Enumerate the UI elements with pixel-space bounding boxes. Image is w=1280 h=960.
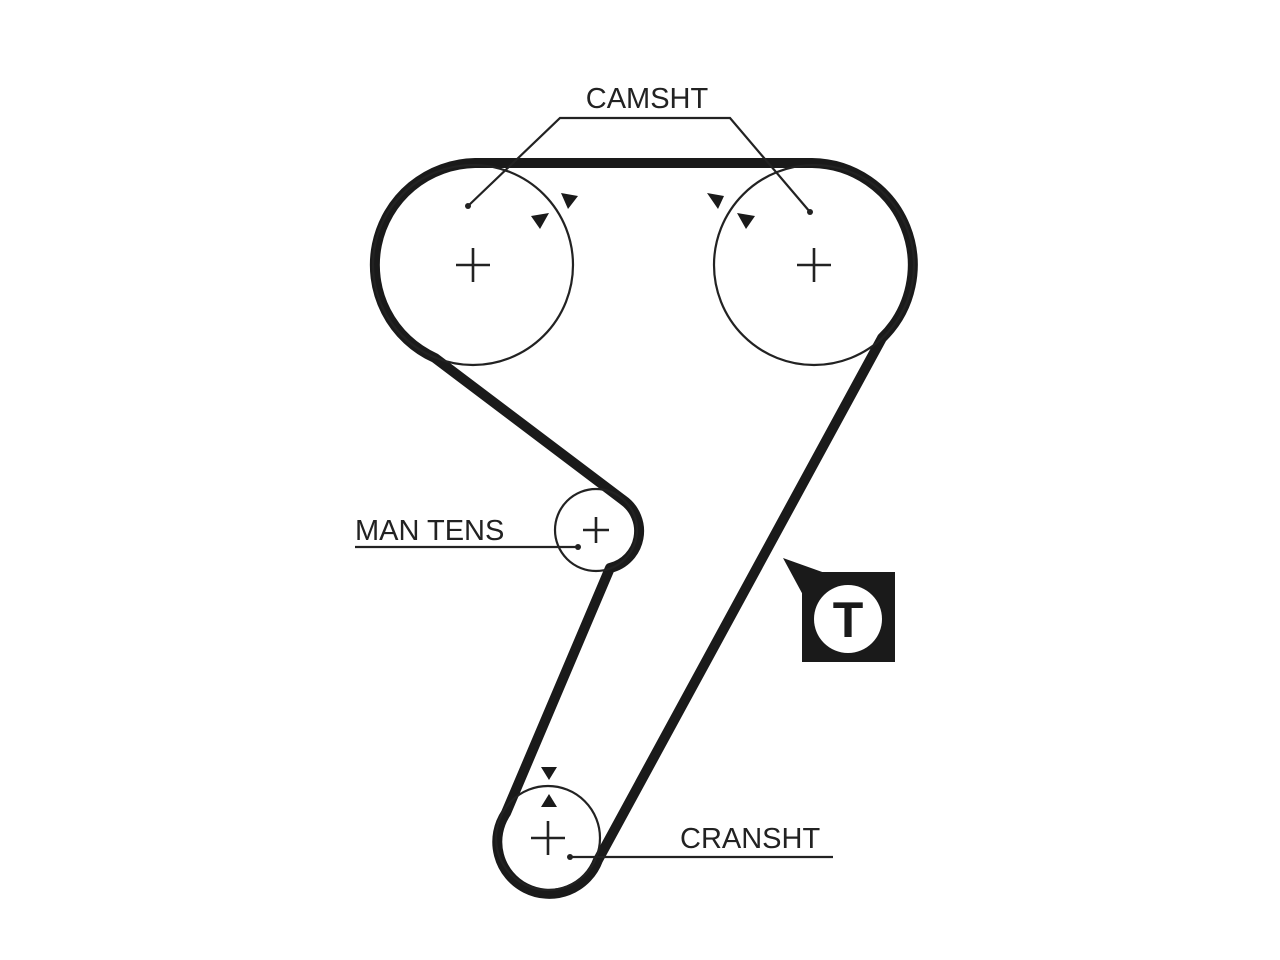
tensioner-symbol-box: T (783, 558, 895, 662)
crankshaft-center-cross-icon (531, 821, 565, 855)
manual-tensioner-label: MAN TENS (355, 515, 504, 547)
right-camshaft-center-cross-icon (797, 248, 831, 282)
camshaft-leader-dot-left (465, 203, 471, 209)
tensioner-symbol-label: T (833, 592, 864, 648)
crankshaft-timing-mark-icon (541, 767, 557, 780)
camshaft-leader-dot-right (807, 209, 813, 215)
left-camshaft-center-cross-icon (456, 248, 490, 282)
right-camshaft-timing-mark-icon (707, 193, 724, 209)
left-camshaft-pulley (371, 163, 578, 367)
manual-tensioner-callout: MAN TENS (355, 515, 581, 550)
right-camshaft-pulley (707, 163, 916, 367)
camshaft-leader-line (467, 116, 811, 213)
crankshaft-leader-dot (567, 854, 573, 860)
crankshaft-callout: CRANSHT (567, 823, 833, 860)
camshaft-callout: CAMSHT (465, 83, 813, 215)
tensioner-center-cross-icon (583, 517, 609, 543)
left-camshaft-timing-mark-icon (561, 193, 578, 209)
crankshaft-label: CRANSHT (680, 823, 820, 855)
manual-tensioner-pulley (553, 487, 639, 573)
crankshaft-timing-mark-icon-2 (541, 794, 557, 807)
camshaft-label: CAMSHT (586, 83, 709, 115)
tensioner-t-circle-icon (814, 585, 882, 653)
left-camshaft-timing-mark-icon-2 (531, 213, 549, 229)
crankshaft-pulley (494, 767, 602, 892)
manual-tensioner-leader-dot (575, 544, 581, 550)
timing-belt (369, 158, 918, 899)
right-camshaft-timing-mark-icon-2 (737, 213, 755, 229)
